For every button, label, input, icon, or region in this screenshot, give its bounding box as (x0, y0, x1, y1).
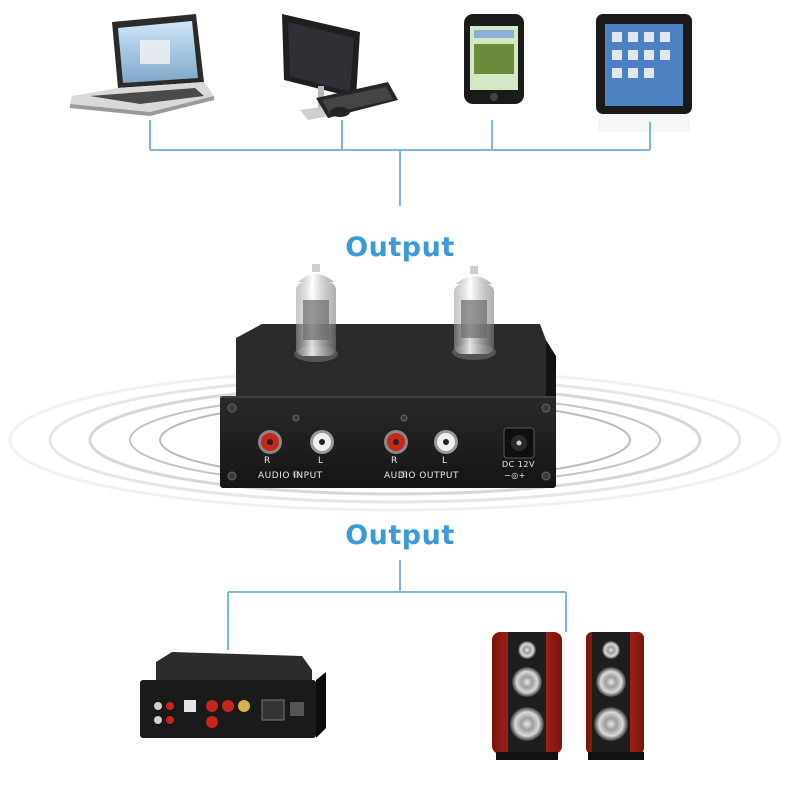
input-r-label: R (264, 456, 271, 466)
top-connector-lines (149, 120, 651, 206)
power-amplifier-icon (140, 652, 326, 738)
dc-polarity-label: −◎+ (504, 471, 526, 480)
smartphone-icon (464, 14, 524, 104)
speaker-left-icon (492, 632, 562, 760)
audio-output-label: AUDIO OUTPUT (384, 471, 459, 481)
desktop-computer-icon (282, 14, 398, 120)
output-label-bottom: Output (345, 520, 455, 551)
audio-input-label: AUDIO INPUT (258, 471, 323, 481)
audio-output-jacks (384, 430, 458, 454)
tablet-icon (596, 14, 692, 132)
dc-voltage-label: DC 12V (502, 460, 535, 469)
input-l-label: L (318, 456, 324, 466)
output-label-top: Output (345, 232, 455, 263)
dc-power-jack (503, 427, 535, 459)
tube-preamp (220, 264, 556, 488)
speaker-right-icon (586, 632, 644, 760)
vacuum-tube-right (452, 266, 496, 360)
vacuum-tube-left (294, 264, 338, 362)
audio-input-jacks (258, 430, 334, 454)
output-r-label: R (391, 456, 398, 466)
bottom-connector-lines (227, 560, 567, 650)
laptop-icon (70, 14, 214, 116)
output-l-label: L (442, 456, 448, 466)
